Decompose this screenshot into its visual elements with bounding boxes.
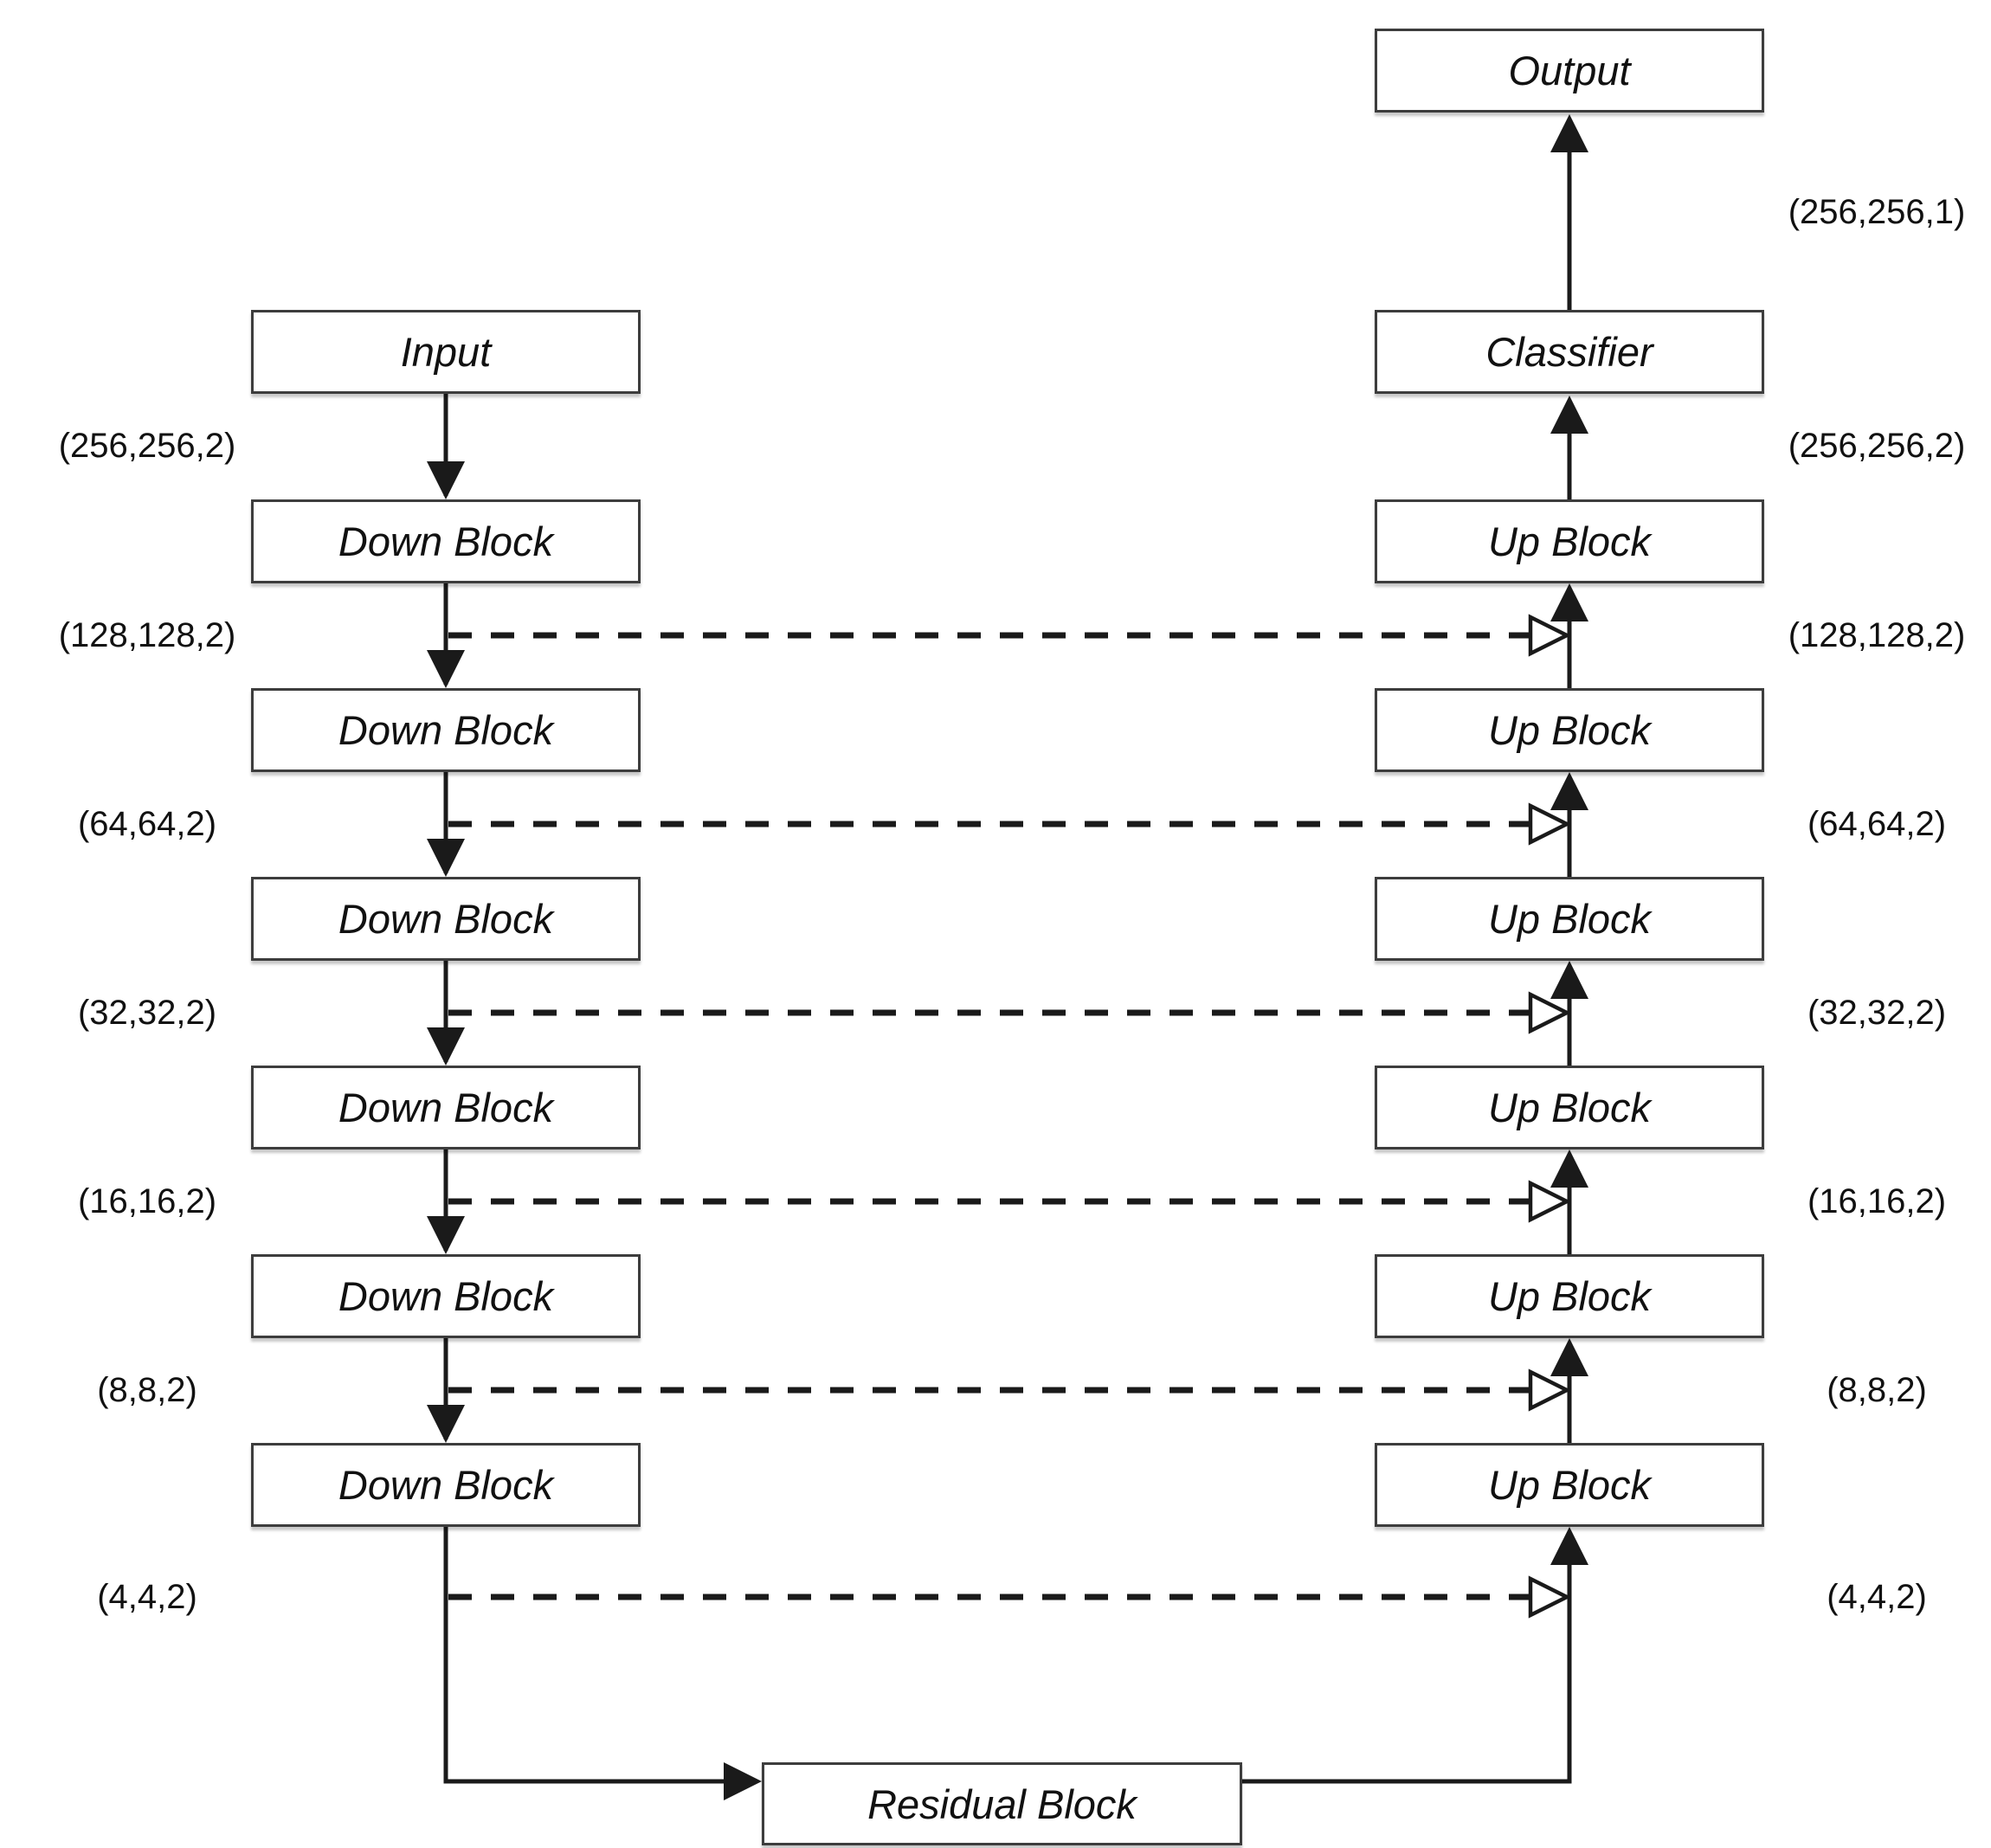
down-block-1: Down Block bbox=[251, 499, 641, 583]
down-block-label: Down Block bbox=[338, 1273, 554, 1319]
down-block-label: Down Block bbox=[338, 1462, 554, 1508]
decoder-dim-label-4: (32,32,2) bbox=[1807, 994, 1947, 1032]
encoder-dim-label-6: (4,4,2) bbox=[97, 1578, 197, 1616]
up-block-6: Up Block bbox=[1375, 1443, 1764, 1527]
arrowhead-up-icon bbox=[1550, 961, 1588, 999]
up-block-3: Up Block bbox=[1375, 877, 1764, 961]
encoder-dim-label-0: (256,256,2) bbox=[58, 427, 236, 465]
up-block-label: Up Block bbox=[1487, 707, 1652, 753]
encoder-dim-label-5: (8,8,2) bbox=[97, 1371, 197, 1409]
up-block-4: Up Block bbox=[1375, 1066, 1764, 1149]
arrowhead-up-icon bbox=[1550, 1527, 1588, 1565]
arrowhead-down-icon bbox=[427, 839, 465, 877]
arrowhead-down-icon bbox=[427, 1027, 465, 1066]
skip-arrowhead-open-icon bbox=[1528, 991, 1572, 1034]
encoder-dim-label-4: (16,16,2) bbox=[77, 1182, 217, 1220]
residual-block-box: Residual Block bbox=[762, 1762, 1242, 1845]
up-block-1: Up Block bbox=[1375, 499, 1764, 583]
down-block-label: Down Block bbox=[338, 896, 554, 942]
decoder-dim-label-2: (128,128,2) bbox=[1788, 616, 1966, 654]
arrowhead-down-icon bbox=[427, 1405, 465, 1443]
arrowhead-down-icon bbox=[427, 461, 465, 499]
encoder-dim-label-2: (64,64,2) bbox=[77, 805, 217, 843]
up-block-label: Up Block bbox=[1487, 896, 1652, 942]
up-block-5: Up Block bbox=[1375, 1254, 1764, 1338]
arrowhead-up-icon bbox=[1550, 114, 1588, 152]
decoder-dim-label-1: (256,256,2) bbox=[1788, 427, 1966, 465]
down-block-6: Down Block bbox=[251, 1443, 641, 1527]
skip-arrowhead-open-icon bbox=[1528, 1180, 1572, 1223]
up-block-label: Up Block bbox=[1487, 1085, 1652, 1130]
down-block-4: Down Block bbox=[251, 1066, 641, 1149]
down-block-2: Down Block bbox=[251, 688, 641, 772]
arrowhead-down-icon bbox=[427, 1216, 465, 1254]
arrowhead-up-icon bbox=[1550, 583, 1588, 621]
decoder-dim-label-6: (8,8,2) bbox=[1827, 1371, 1927, 1409]
decoder-dim-label-3: (64,64,2) bbox=[1807, 805, 1947, 843]
bottleneck-elbow-right bbox=[1242, 1563, 1572, 1784]
skip-arrowhead-open-icon bbox=[1528, 614, 1572, 657]
down-block-label: Down Block bbox=[338, 1085, 554, 1130]
encoder-dim-label-1: (128,128,2) bbox=[58, 616, 236, 654]
up-block-2: Up Block bbox=[1375, 688, 1764, 772]
bottleneck-elbow-left bbox=[443, 1527, 725, 1784]
residual-block-label: Residual Block bbox=[867, 1780, 1137, 1827]
output-label: Output bbox=[1508, 48, 1631, 93]
skip-arrowhead-open-icon bbox=[1528, 802, 1572, 846]
classifier-box: Classifier bbox=[1375, 310, 1764, 394]
classifier-label: Classifier bbox=[1485, 329, 1653, 375]
arrowhead-up-icon bbox=[1550, 1149, 1588, 1188]
decoder-dim-label-0: (256,256,1) bbox=[1788, 193, 1966, 231]
arrowhead-right-icon bbox=[724, 1762, 762, 1800]
up-block-label: Up Block bbox=[1487, 1273, 1652, 1319]
arrowhead-up-icon bbox=[1550, 772, 1588, 810]
input-label: Input bbox=[400, 329, 492, 375]
arrowhead-up-icon bbox=[1550, 396, 1588, 434]
up-block-label: Up Block bbox=[1487, 518, 1652, 564]
decoder-dim-label-5: (16,16,2) bbox=[1807, 1182, 1947, 1220]
skip-arrowhead-open-icon bbox=[1528, 1575, 1572, 1619]
down-block-label: Down Block bbox=[338, 518, 554, 564]
output-box: Output bbox=[1375, 29, 1764, 113]
arrowhead-down-icon bbox=[427, 650, 465, 688]
up-block-label: Up Block bbox=[1487, 1462, 1652, 1508]
arrowhead-up-icon bbox=[1550, 1338, 1588, 1376]
encoder-dim-label-3: (32,32,2) bbox=[77, 994, 217, 1032]
down-block-3: Down Block bbox=[251, 877, 641, 961]
down-block-5: Down Block bbox=[251, 1254, 641, 1338]
input-box: Input bbox=[251, 310, 641, 394]
decoder-dim-label-7: (4,4,2) bbox=[1827, 1578, 1927, 1616]
skip-arrowhead-open-icon bbox=[1528, 1368, 1572, 1412]
down-block-label: Down Block bbox=[338, 707, 554, 753]
